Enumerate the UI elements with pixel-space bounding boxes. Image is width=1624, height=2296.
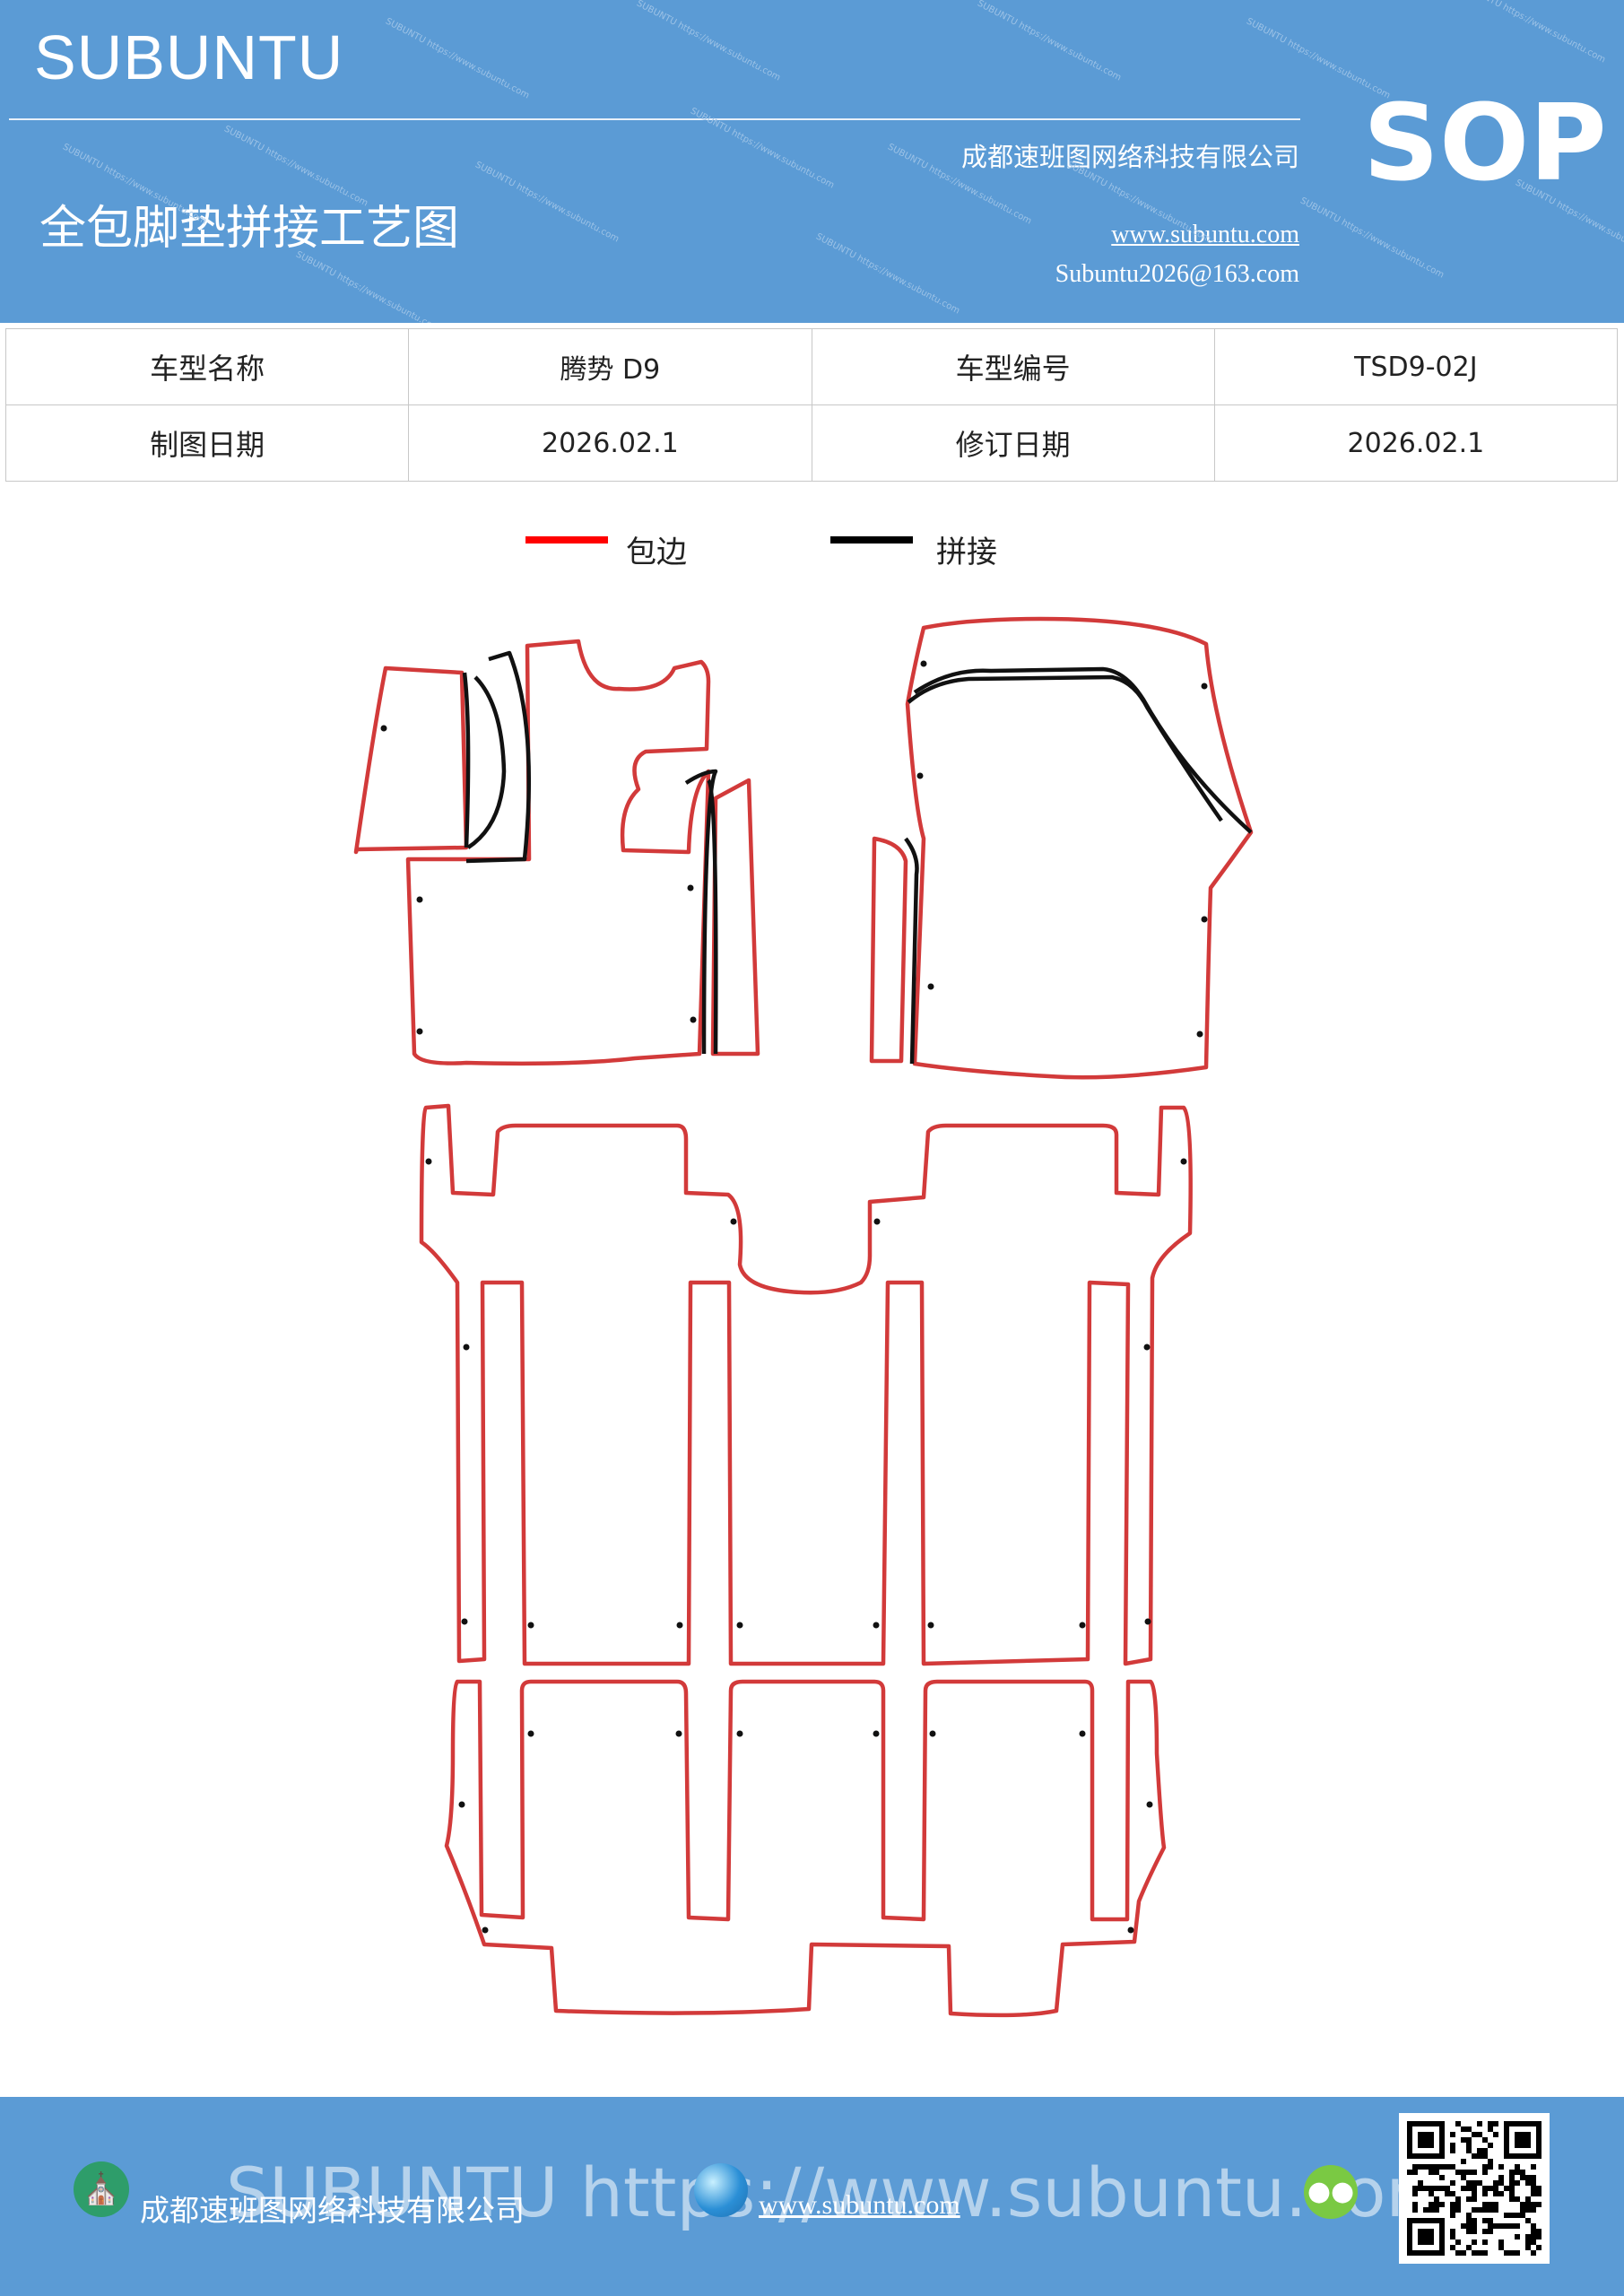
globe-icon bbox=[694, 2163, 748, 2217]
mat-front-left-main bbox=[405, 639, 711, 1066]
email-address: Subuntu2026@163.com bbox=[1055, 260, 1299, 288]
footer-company-name: 成都速班图网络科技有限公司 bbox=[140, 2193, 525, 2228]
website-link[interactable]: www.subuntu.com bbox=[1111, 221, 1299, 248]
footer-website-link[interactable]: www.subuntu.com bbox=[759, 2190, 960, 2220]
mounting-dots bbox=[380, 660, 1208, 1934]
mat-outlines bbox=[353, 616, 1254, 2018]
seam-front-left-1 bbox=[462, 672, 471, 848]
legend-seam-swatch bbox=[830, 536, 913, 544]
mat-front-right-main bbox=[905, 616, 1254, 1080]
legend-edge-swatch bbox=[525, 536, 608, 544]
seam-front-left-2 bbox=[466, 675, 507, 849]
seam-front-left-5 bbox=[707, 778, 718, 1055]
sop-badge: SOP bbox=[1363, 81, 1607, 204]
seam-front-right-3 bbox=[904, 837, 919, 1065]
brand-name: SUBUNTU bbox=[34, 22, 344, 92]
company-name: 成都速班图网络科技有限公司 bbox=[960, 142, 1299, 172]
mat-front-left-strip bbox=[710, 778, 760, 1057]
value-draw-date: 2026.02.1 bbox=[408, 404, 812, 482]
label-revision-date: 修订日期 bbox=[811, 404, 1215, 482]
footer-watermark: SUBUNTU https://www.subuntu.com bbox=[226, 2152, 1453, 2232]
building-icon: ⛪ bbox=[74, 2161, 129, 2217]
qr-code bbox=[1399, 2113, 1550, 2264]
seam-front-right-2 bbox=[913, 666, 1253, 834]
table-row: 制图日期 2026.02.1 修订日期 2026.02.1 bbox=[4, 404, 1619, 482]
legend-seam-label: 拼接 bbox=[936, 535, 997, 570]
footer-banner: SUBUNTU https://www.subuntu.com ⛪ 成都速班图网… bbox=[0, 2097, 1624, 2296]
label-draw-date: 制图日期 bbox=[4, 404, 410, 482]
table-row: 车型名称 腾势 D9 车型编号 TSD9-02J bbox=[4, 328, 1619, 405]
mat-middle-main bbox=[419, 1103, 1193, 1666]
document-title: 全包脚垫拼接工艺图 bbox=[39, 202, 460, 256]
seam-front-left-3 bbox=[465, 650, 532, 864]
mat-rear-main bbox=[444, 1679, 1167, 2018]
label-model-name: 车型名称 bbox=[4, 328, 410, 405]
legend: 包边 拼接 bbox=[525, 527, 1064, 572]
header-banner: SUBUNTU SOP 成都速班图网络科技有限公司 全包脚垫拼接工艺图 www.… bbox=[0, 0, 1624, 323]
value-model-name: 腾势 D9 bbox=[408, 328, 812, 405]
value-revision-date: 2026.02.1 bbox=[1213, 404, 1619, 482]
mat-front-right-strip bbox=[869, 836, 908, 1064]
info-table: 车型名称 腾势 D9 车型编号 TSD9-02J 制图日期 2026.02.1 … bbox=[4, 328, 1619, 482]
header-divider bbox=[9, 118, 1300, 120]
value-model-code: TSD9-02J bbox=[1213, 328, 1619, 405]
seam-lines bbox=[462, 650, 1253, 1065]
legend-edge-label: 包边 bbox=[626, 535, 687, 570]
wechat-icon: ●● bbox=[1304, 2165, 1358, 2219]
mat-front-left-outer bbox=[353, 665, 469, 855]
label-model-code: 车型编号 bbox=[811, 328, 1215, 405]
